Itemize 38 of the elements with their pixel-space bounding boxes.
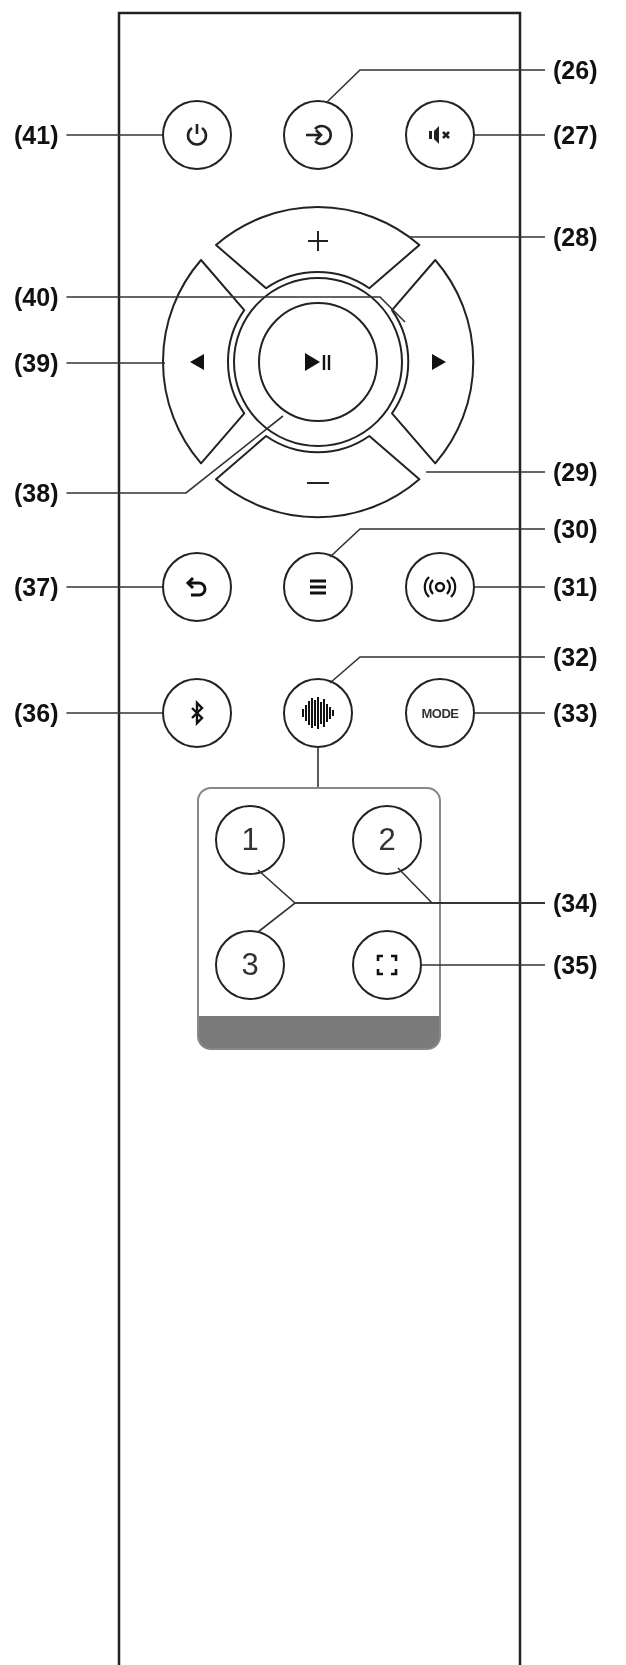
leader-line xyxy=(65,134,163,136)
callout-number: (27) xyxy=(553,121,598,149)
leader-line xyxy=(325,69,546,104)
round-button: 3 xyxy=(215,930,285,1000)
leader-line xyxy=(408,236,546,238)
round-button: MODE xyxy=(405,678,475,748)
callout-number: (41) xyxy=(14,121,59,149)
leader-line xyxy=(474,712,546,714)
leader-line xyxy=(474,586,546,588)
leader-line xyxy=(65,296,406,323)
leader-line xyxy=(329,528,546,558)
callout-number: (31) xyxy=(553,573,598,601)
round-button: 1 xyxy=(215,805,285,875)
leader-line xyxy=(317,747,319,788)
callout-number: (33) xyxy=(553,699,598,727)
callout-number: (37) xyxy=(14,573,59,601)
callout-number: (29) xyxy=(553,458,598,486)
leader-line xyxy=(421,964,546,966)
leader-line xyxy=(329,656,546,684)
leader-line xyxy=(65,362,166,364)
leader-line xyxy=(65,712,163,714)
callout-number: (38) xyxy=(14,479,59,507)
leader-line xyxy=(257,902,546,933)
callout-number: (34) xyxy=(553,889,598,917)
callout-number: (40) xyxy=(14,283,59,311)
leader-line xyxy=(65,415,284,494)
callout-number: (39) xyxy=(14,349,59,377)
callout-number: (35) xyxy=(553,951,598,979)
round-button: 2 xyxy=(352,805,422,875)
callout-number: (28) xyxy=(553,223,598,251)
callout-number: (30) xyxy=(553,515,598,543)
button-group-panel xyxy=(197,787,441,1050)
leader-line xyxy=(474,134,546,136)
callout-number: (26) xyxy=(553,56,598,84)
callout-number: (32) xyxy=(553,643,598,671)
leader-line xyxy=(65,586,163,588)
callout-number: (36) xyxy=(14,699,59,727)
leader-line xyxy=(425,471,546,473)
